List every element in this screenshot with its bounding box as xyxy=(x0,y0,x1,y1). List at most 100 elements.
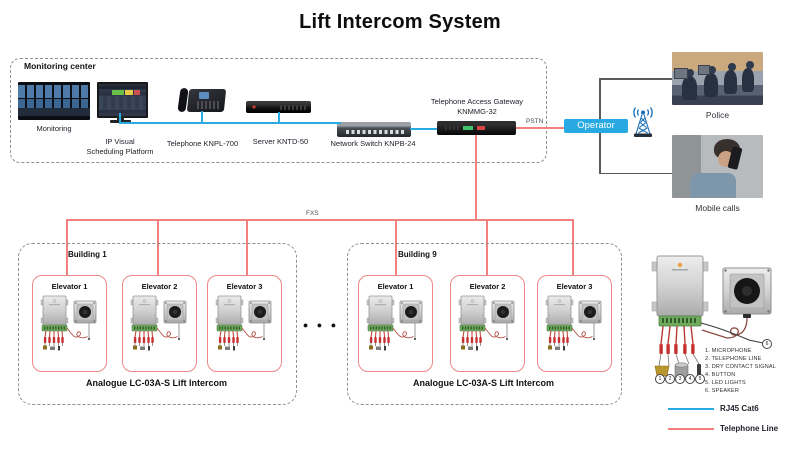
elevator-label: Elevator 2 xyxy=(469,282,506,291)
legend-telephone-swatch xyxy=(668,428,714,430)
gateway-fxs-drop xyxy=(475,135,477,220)
gateway-caption-line1: Telephone Access Gateway xyxy=(430,97,524,106)
callout-marker-6: 6 xyxy=(762,339,772,349)
callout-marker-2: 2 xyxy=(665,374,675,384)
mobile-photo-shoulder xyxy=(690,173,736,198)
elevator-label: Elevator 1 xyxy=(51,282,88,291)
fxs-bus-line xyxy=(66,219,574,221)
operator-node: Operator xyxy=(564,119,628,133)
telephone-screen xyxy=(199,92,209,99)
gateway-caption: Telephone Access Gateway KNMMG-32 xyxy=(418,97,536,116)
lift-intercom-graphic xyxy=(458,295,515,351)
callout-item: 6. SPEAKER xyxy=(705,388,740,394)
antenna-icon xyxy=(633,107,653,137)
building-1-elevator-2: Elevator 2 xyxy=(122,275,197,372)
fxs-drop-b1-e2 xyxy=(157,221,159,276)
mobile-calls-photo xyxy=(672,135,763,198)
fxs-drop-b1-e1 xyxy=(66,221,68,276)
elevator-device xyxy=(542,293,606,353)
building-9-elevator-1: Elevator 1 xyxy=(358,275,433,372)
building-9-elevator-3: Elevator 3 xyxy=(537,275,612,372)
police-photo-figure xyxy=(682,69,697,100)
elevator-device xyxy=(212,293,276,353)
platform-caption: IP Visual Scheduling Platform xyxy=(80,137,160,156)
buildings-ellipsis: ● ● ● xyxy=(302,320,340,330)
rj45-stub-monitor xyxy=(119,113,121,123)
callout-marker-4: 4 xyxy=(685,374,695,384)
telephone-keypad xyxy=(197,101,219,109)
lift-intercom-graphic xyxy=(215,295,272,351)
callout-marker-3: 3 xyxy=(675,374,685,384)
fxs-drop-b9-e1 xyxy=(395,221,397,276)
elevator-label: Elevator 1 xyxy=(377,282,414,291)
callout-item: 4. BUTTON xyxy=(705,372,736,378)
building-1-elevator-3: Elevator 3 xyxy=(207,275,282,372)
lift-intercom-graphic xyxy=(366,295,423,351)
telephone-caption: Telephone KNPL-700 xyxy=(166,139,239,148)
monitoring-center-box xyxy=(10,58,547,163)
platform-caption-line1: IP Visual xyxy=(105,137,135,146)
switch-caption: Network Switch KNPB-24 xyxy=(330,139,416,148)
building-1-box xyxy=(18,243,297,405)
building-9-box xyxy=(347,243,622,405)
scheduling-platform-monitor xyxy=(97,82,148,118)
rj45-stub-telephone xyxy=(201,111,203,123)
monitoring-caption: Monitoring xyxy=(36,124,72,133)
callout-marker-1: 1 xyxy=(655,374,665,384)
fxs-drop-b1-e3 xyxy=(246,221,248,276)
police-photo-monitor xyxy=(674,68,688,79)
legend-rj45-swatch xyxy=(668,408,714,410)
callout-item: 3. DRY CONTACT SIGNAL xyxy=(705,364,777,370)
rj45-line-switch-gateway xyxy=(410,128,437,130)
elevator-device xyxy=(455,293,519,353)
building-9-label: Building 9 xyxy=(398,250,437,259)
elevator-device xyxy=(363,293,427,353)
elevator-device xyxy=(37,293,101,353)
gateway-caption-line2: KNMMG-32 xyxy=(457,106,497,116)
lift-intercom-graphic xyxy=(130,295,187,351)
fxs-label: FXS xyxy=(306,210,319,217)
server-caption: Server KNTD-50 xyxy=(252,137,309,146)
operator-mobile-line xyxy=(599,172,673,174)
police-photo-figure xyxy=(704,66,718,97)
elevator-label: Elevator 3 xyxy=(226,282,263,291)
lift-intercom-graphic xyxy=(545,295,602,351)
page-title: Lift Intercom System xyxy=(299,11,501,33)
callout-item: 5. LED LIGHTS xyxy=(705,380,746,386)
intercom-detail-graphic xyxy=(651,255,772,379)
building-9-elevator-2: Elevator 2 xyxy=(450,275,525,372)
elevator-device xyxy=(127,293,191,353)
building-1-label: Building 1 xyxy=(68,250,107,259)
network-switch-device xyxy=(337,122,411,137)
callout-item: 2. TELEPHONE LINE xyxy=(705,356,762,362)
elevator-label: Elevator 2 xyxy=(141,282,178,291)
elevator-label: Elevator 3 xyxy=(556,282,593,291)
operator-police-line xyxy=(599,78,673,80)
pstn-line xyxy=(516,127,564,129)
callout-item: 1. MICROPHONE xyxy=(705,348,752,354)
rj45-stub-server xyxy=(278,112,280,123)
rj45-line-horizontal xyxy=(119,122,341,124)
monitoring-room-photo xyxy=(18,82,90,120)
monitoring-center-label: Monitoring center xyxy=(24,61,96,71)
building-1-footer: Analogue LC-03A-S Lift Intercom xyxy=(85,378,227,388)
building-1-elevator-1: Elevator 1 xyxy=(32,275,107,372)
mobile-caption: Mobile calls xyxy=(695,203,740,213)
police-photo xyxy=(672,52,763,105)
legend-rj45-label: RJ45 Cat6 xyxy=(720,404,759,413)
police-caption: Police xyxy=(705,110,730,120)
fxs-drop-b9-e2 xyxy=(486,221,488,276)
pstn-label: PSTN xyxy=(526,118,544,125)
building-9-footer: Analogue LC-03A-S Lift Intercom xyxy=(412,378,554,388)
police-photo-figure xyxy=(724,63,737,94)
server-device xyxy=(246,101,311,113)
callout-list: 1. MICROPHONE 2. TELEPHONE LINE 3. DRY C… xyxy=(705,347,797,395)
callout-marker-5: 5 xyxy=(695,374,705,384)
police-photo-monitor xyxy=(698,65,710,75)
police-photo-figure xyxy=(742,61,754,92)
platform-caption-line2: Scheduling Platform xyxy=(86,146,154,156)
lift-intercom-graphic xyxy=(40,295,97,351)
fxs-drop-b9-e3 xyxy=(572,221,574,276)
telephone-access-gateway-device xyxy=(437,121,516,135)
